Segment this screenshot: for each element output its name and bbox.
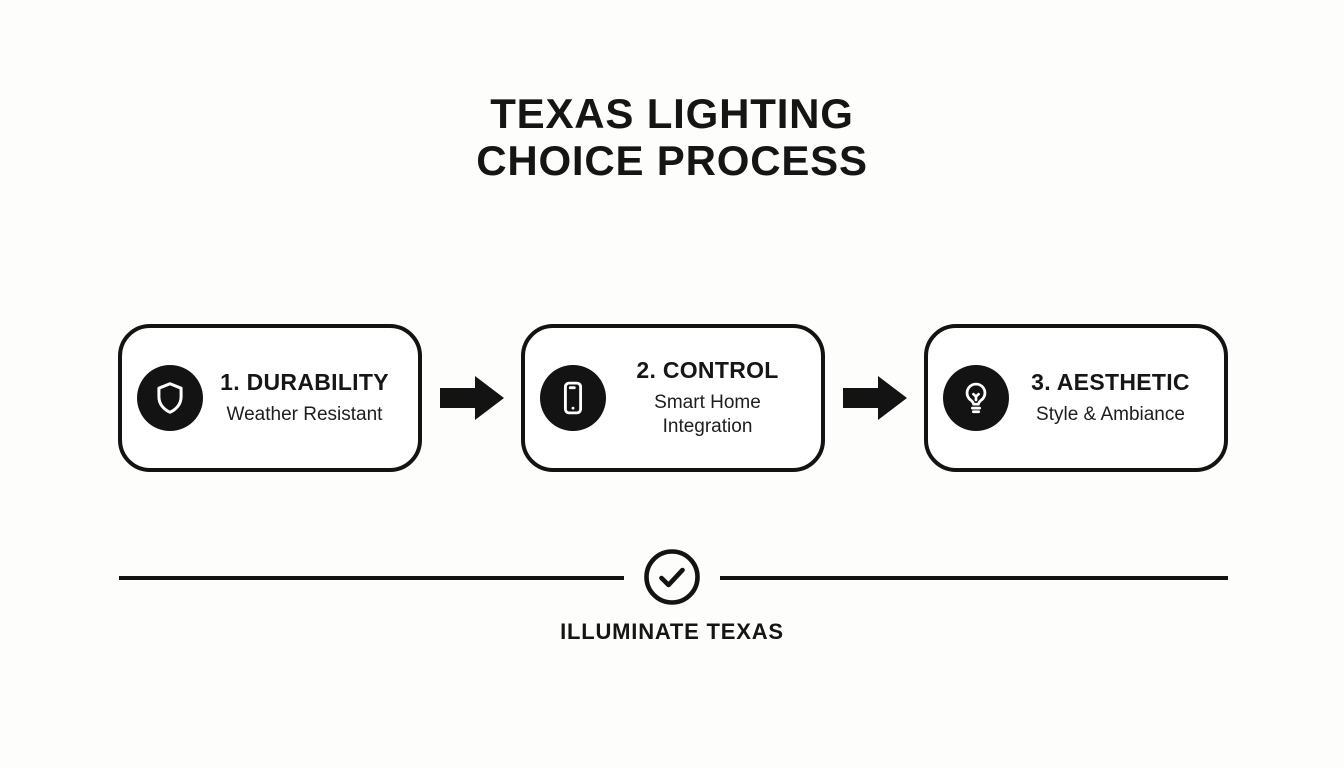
footer-check-wrap <box>0 548 1344 606</box>
step-subtitle: Weather Resistant <box>226 404 383 426</box>
shield-icon <box>137 365 203 431</box>
lightbulb-icon <box>943 365 1009 431</box>
step-title: 3. AESTHETIC <box>1031 369 1190 396</box>
step-card-control: 2. CONTROL Smart Home Integration <box>521 324 825 472</box>
step-subtitle: Smart Home Integration <box>654 392 761 437</box>
step-subtitle: Style & Ambiance <box>1036 404 1185 426</box>
smartphone-icon <box>540 365 606 431</box>
arrow-right-icon <box>439 376 504 420</box>
step-title: 1. DURABILITY <box>220 369 389 396</box>
step-card-durability: 1. DURABILITY Weather Resistant <box>118 324 422 472</box>
arrow-right-icon <box>842 376 907 420</box>
step-card-aesthetic: 3. AESTHETIC Style & Ambiance <box>924 324 1228 472</box>
step-text-durability: 1. DURABILITY Weather Resistant <box>203 369 406 427</box>
page-title-line2: CHOICE PROCESS <box>476 137 868 185</box>
process-steps-row: 1. DURABILITY Weather Resistant 2. CONTR… <box>118 324 1228 472</box>
footer-label: ILLUMINATE TEXAS <box>560 619 784 644</box>
step-text-control: 2. CONTROL Smart Home Integration <box>606 357 809 439</box>
step-title: 2. CONTROL <box>636 357 779 384</box>
checkmark-circle-icon <box>624 548 720 606</box>
step-text-aesthetic: 3. AESTHETIC Style & Ambiance <box>1009 369 1212 427</box>
page-title: TEXAS LIGHTING CHOICE PROCESS <box>0 90 1344 184</box>
page-title-line1: TEXAS LIGHTING <box>490 90 854 137</box>
